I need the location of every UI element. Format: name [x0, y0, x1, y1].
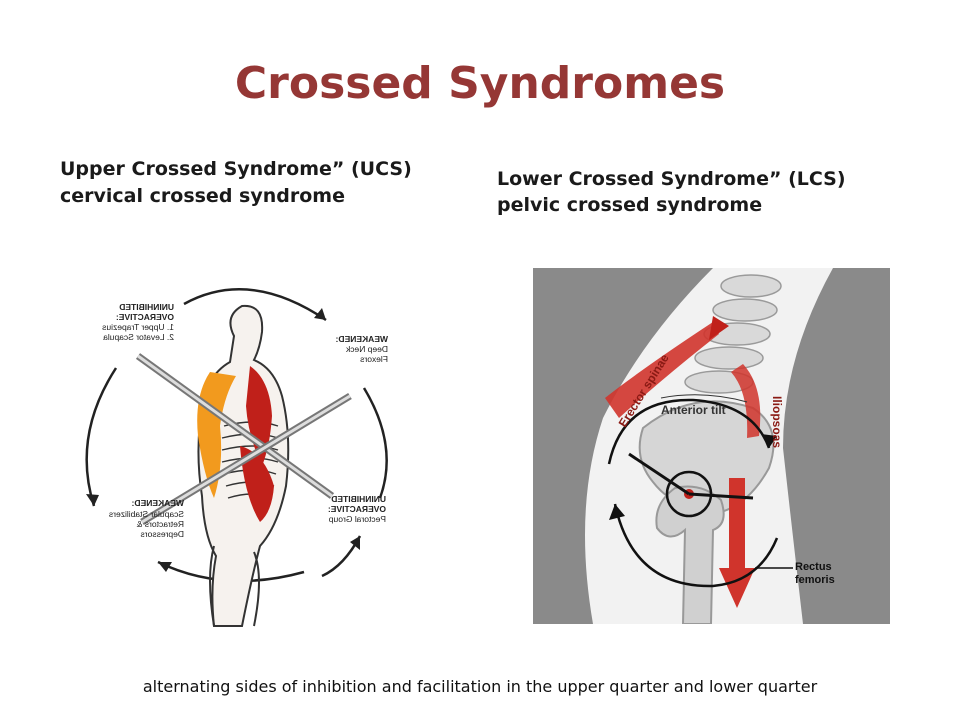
svg-text:Retractors &: Retractors &: [136, 519, 184, 529]
label-iliopsoas: Iliopsoas: [770, 396, 784, 448]
svg-text:WEAKENED:: WEAKENED:: [335, 334, 388, 344]
svg-text:Flexors: Flexors: [360, 354, 388, 364]
tilt-arc-upper: [607, 398, 771, 465]
svg-text:Deep Neck: Deep Neck: [345, 344, 388, 354]
label-top-right: WEAKENED: Deep Neck Flexors: [335, 334, 388, 364]
iliopsoas-muscle: [731, 364, 761, 438]
label-bottom-right: UNINHIBITED OVERACTIVE: Pectoral Group: [328, 494, 386, 524]
label-bottom-left: WEAKENED: Scapular Stabilizers Retractor…: [109, 498, 184, 539]
svg-text:WEAKENED:: WEAKENED:: [131, 498, 184, 508]
svg-text:OVERACTIVE:: OVERACTIVE:: [328, 504, 386, 514]
svg-text:Scapular Stabilizers: Scapular Stabilizers: [109, 509, 184, 519]
tilt-arrowhead-left: [609, 504, 625, 520]
lcs-heading-line1: Lower Crossed Syndrome” (LCS): [497, 168, 846, 190]
erector-spinae-muscle: [605, 322, 719, 418]
arrowhead-br: [350, 536, 360, 550]
slide-footer: alternating sides of inhibition and faci…: [142, 677, 818, 696]
ucs-heading: Upper Crossed Syndrome” (UCS) cervical c…: [60, 156, 412, 210]
arc-arrow-right: [362, 387, 388, 499]
arrowhead-top: [314, 308, 326, 320]
lever-line-1: [628, 452, 690, 496]
svg-text:UNINHIBITED: UNINHIBITED: [119, 302, 174, 312]
pectoral-muscle-lower: [240, 446, 274, 522]
lever-line-2: [688, 492, 754, 500]
label-rectus: Rectus: [795, 561, 832, 573]
arc-arrow-left: [85, 367, 118, 507]
svg-text:Depressors: Depressors: [141, 529, 184, 539]
label-top-left: UNINHIBITED OVERACTIVE: 1. Upper Trapezi…: [102, 302, 174, 342]
ucs-heading-line2: cervical crossed syndrome: [60, 185, 345, 207]
label-anterior-tilt: Anterior tilt: [661, 403, 726, 417]
arc-arrow-top: [183, 288, 327, 322]
ucs-figure: UNINHIBITED OVERACTIVE: 1. Upper Trapezi…: [64, 276, 434, 636]
svg-text:Pectoral Group: Pectoral Group: [329, 514, 386, 524]
arrowhead-bottom: [158, 562, 172, 572]
lcs-figure: Erector spinae Anterior tilt Iliopsoas R…: [533, 268, 890, 625]
lcs-heading: Lower Crossed Syndrome” (LCS) pelvic cro…: [497, 166, 846, 218]
svg-text:OVERACTIVE:: OVERACTIVE:: [116, 312, 174, 322]
pelvis-lines: [209, 545, 260, 627]
slide-title: Crossed Syndromes: [234, 58, 726, 109]
ucs-heading-line1: Upper Crossed Syndrome” (UCS): [60, 158, 412, 180]
svg-text:2. Levator Scapula: 2. Levator Scapula: [103, 332, 174, 342]
label-femoris: femoris: [795, 574, 835, 586]
erector-arrow-head: [709, 316, 729, 340]
svg-text:1. Upper Trapezius: 1. Upper Trapezius: [102, 322, 174, 332]
arrowhead-left: [86, 494, 99, 506]
tilt-arc-lower: [613, 503, 779, 588]
tilt-arrowhead-right: [761, 434, 777, 448]
svg-text:UNINHIBITED: UNINHIBITED: [331, 494, 386, 504]
lcs-heading-line2: pelvic crossed syndrome: [497, 194, 763, 216]
ucs-illustration: UNINHIBITED OVERACTIVE: 1. Upper Trapezi…: [85, 288, 388, 627]
lcs-illustration: Erector spinae Anterior tilt Iliopsoas R…: [533, 268, 890, 625]
